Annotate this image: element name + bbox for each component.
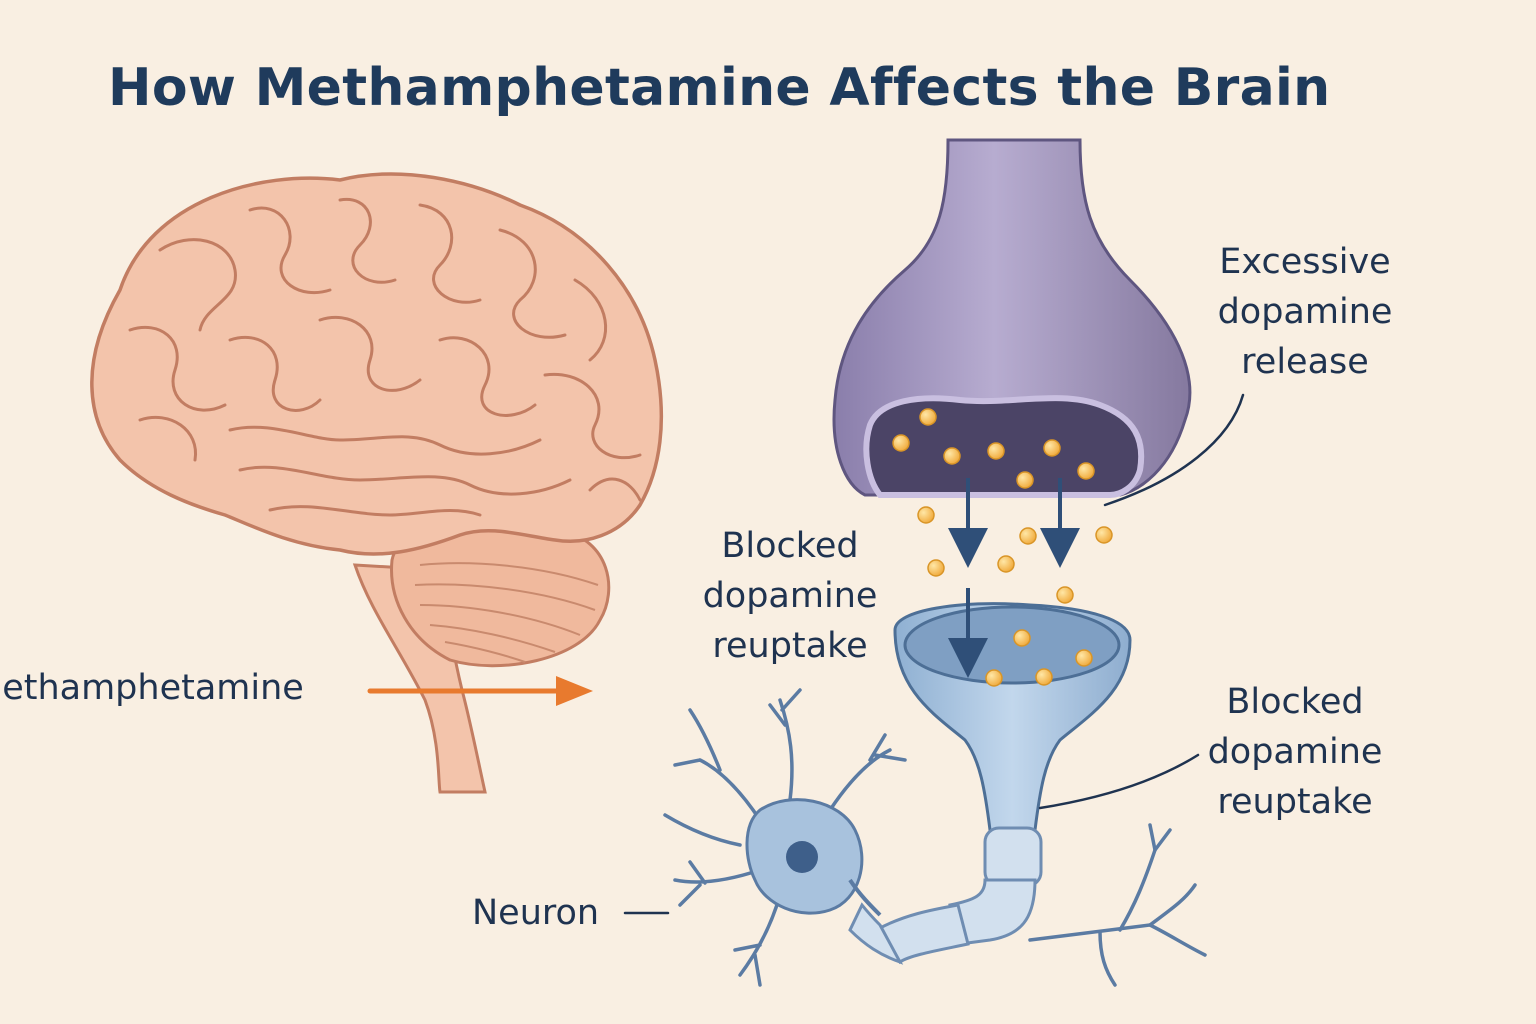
methamphetamine-arrow xyxy=(367,676,593,706)
leader-excessive-release xyxy=(1103,393,1245,507)
presynaptic-terminal xyxy=(832,138,1192,498)
release-arrows xyxy=(948,478,1080,678)
axon xyxy=(848,826,1043,965)
label-methamphetamine: Methamphetamine xyxy=(0,668,304,708)
label-neuron: Neuron xyxy=(472,893,600,933)
leader-blocked-reuptake-right xyxy=(1038,753,1200,810)
brain-illustration xyxy=(90,172,664,794)
page-title: How Methamphetamine Affects the Brain xyxy=(108,58,1331,118)
dopamine-molecules xyxy=(892,408,1113,687)
neuron-nucleus xyxy=(786,841,818,873)
label-blocked-reuptake-left: Blocked dopamine reuptake xyxy=(702,526,878,666)
leader-lines xyxy=(623,393,1245,915)
receptor-opening xyxy=(903,605,1121,685)
neuron-illustration xyxy=(663,688,907,987)
label-excessive-dopamine-release: Excessive dopamine release xyxy=(1217,242,1393,382)
label-blocked-reuptake-right: Blocked dopamine reuptake xyxy=(1207,682,1383,822)
synaptic-vesicle-area xyxy=(863,395,1145,498)
postsynaptic-receptor xyxy=(848,602,1207,987)
